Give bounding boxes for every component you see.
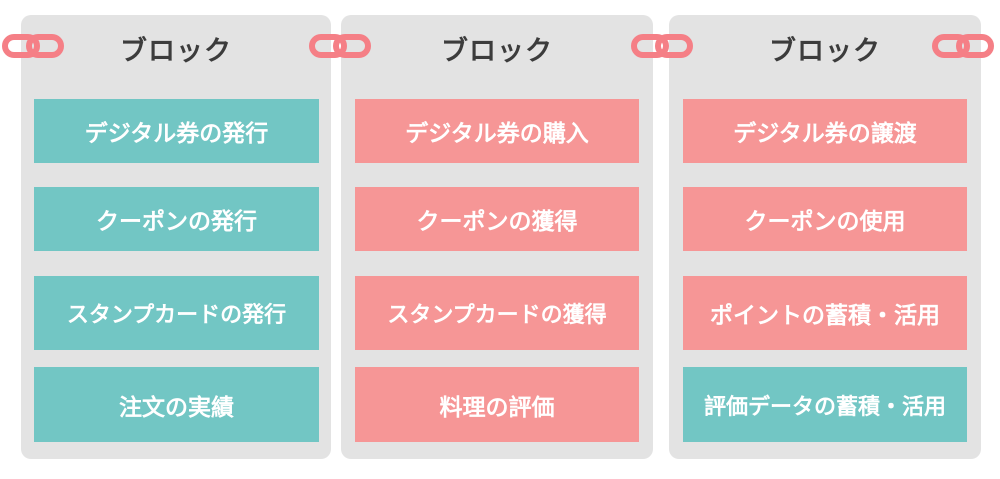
chain-link-icon xyxy=(2,32,64,60)
block-item: クーポンの使用 xyxy=(683,187,967,251)
block-item: ポイントの蓄積・活用 xyxy=(683,276,967,350)
block-title: ブロック xyxy=(441,36,553,67)
block-item: スタンプカードの発行 xyxy=(34,276,319,350)
block-title: ブロック xyxy=(769,36,881,67)
block-1: ブロック デジタル券の発行 クーポンの発行 スタンプカードの発行 注文の実績 xyxy=(21,15,331,459)
block-item: デジタル券の購入 xyxy=(355,99,639,163)
chain-link-icon xyxy=(932,32,994,60)
block-2: ブロック デジタル券の購入 クーポンの獲得 スタンプカードの獲得 料理の評価 xyxy=(341,15,653,459)
chain-link-icon xyxy=(631,32,693,60)
block-item: デジタル券の発行 xyxy=(34,99,319,163)
block-item: 料理の評価 xyxy=(355,367,639,442)
block-item: デジタル券の譲渡 xyxy=(683,99,967,163)
block-3: ブロック デジタル券の譲渡 クーポンの使用 ポイントの蓄積・活用 評価データの蓄… xyxy=(669,15,981,459)
chain-link-icon xyxy=(309,32,371,60)
block-item: スタンプカードの獲得 xyxy=(355,276,639,350)
block-title: ブロック xyxy=(120,36,232,67)
block-item: 評価データの蓄積・活用 xyxy=(683,367,967,442)
block-item: クーポンの発行 xyxy=(34,187,319,251)
block-item: 注文の実績 xyxy=(34,367,319,442)
block-item: クーポンの獲得 xyxy=(355,187,639,251)
